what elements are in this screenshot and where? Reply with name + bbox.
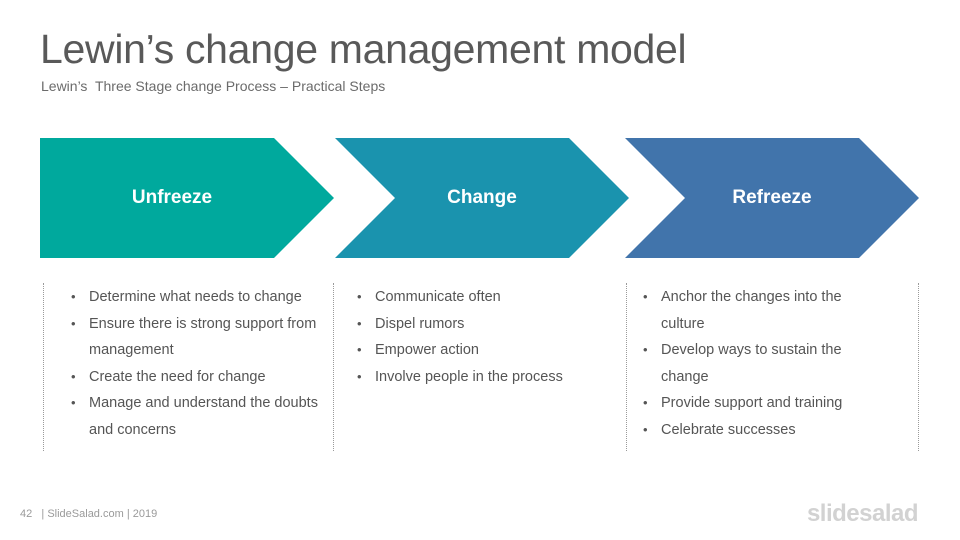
list-item-text: Empower action bbox=[375, 342, 479, 358]
bullet-icon: • bbox=[71, 368, 76, 384]
slide-footer: 42 | SlideSalad.com | 2019 bbox=[20, 508, 157, 520]
list-item: • Create the need for change bbox=[71, 364, 321, 391]
list-item-text: Celebrate successes bbox=[661, 421, 796, 438]
bullet-icon: • bbox=[71, 315, 76, 331]
slide-title: Lewin’s change management model bbox=[40, 26, 687, 72]
list-item: • Ensure there is strong support from man… bbox=[71, 311, 321, 364]
list-item-text: Create the need for change bbox=[89, 368, 266, 385]
list-item: • Anchor the changes into the culture bbox=[643, 284, 863, 337]
bullet-icon: • bbox=[71, 289, 76, 304]
bullet-icon: • bbox=[643, 342, 648, 357]
stage-arrow-change: Change bbox=[335, 138, 629, 258]
list-item-text: Develop ways to sustain the change bbox=[661, 342, 842, 385]
bullet-icon: • bbox=[357, 342, 362, 357]
list-item: • Develop ways to sustain the change bbox=[643, 337, 863, 390]
divider-line bbox=[333, 283, 334, 451]
list-item-text: Communicate often bbox=[375, 289, 501, 305]
list-item-text: Dispel rumors bbox=[375, 315, 465, 332]
list-item-text: Anchor the changes into the culture bbox=[661, 289, 842, 332]
stage-label: Refreeze bbox=[732, 187, 812, 208]
list-item-text: Manage and understand the doubts and con… bbox=[89, 395, 318, 438]
arrow-polygon bbox=[625, 138, 919, 258]
page-number: 42 bbox=[20, 508, 33, 520]
bullet-icon: • bbox=[357, 289, 362, 304]
arrow-shape bbox=[335, 138, 629, 258]
unfreeze-steps-list: • Determine what needs to change • Ensure … bbox=[71, 284, 321, 443]
arrow-shape bbox=[40, 138, 334, 258]
list-item-text: Provide support and training bbox=[661, 395, 843, 411]
bullet-icon: • bbox=[71, 395, 76, 410]
list-item-text: Ensure there is strong support from mana… bbox=[89, 315, 317, 359]
bullet-icon: • bbox=[643, 289, 648, 304]
list-item: • Involve people in the process bbox=[357, 364, 607, 391]
divider-line bbox=[918, 283, 919, 451]
list-item: • Celebrate successes bbox=[643, 417, 863, 444]
list-item: • Manage and understand the doubts and co… bbox=[71, 390, 321, 443]
change-steps-list: • Communicate often • Dispel rumors • Empow… bbox=[357, 284, 607, 390]
bullet-icon: • bbox=[643, 421, 648, 437]
arrow-shape bbox=[625, 138, 919, 258]
bullet-icon: • bbox=[643, 395, 648, 410]
list-item: • Dispel rumors bbox=[357, 311, 607, 338]
arrow-polygon bbox=[40, 138, 334, 258]
list-item: • Empower action bbox=[357, 337, 607, 364]
stage-label: Unfreeze bbox=[131, 187, 213, 208]
list-item-text: Involve people in the process bbox=[375, 368, 563, 385]
stage-label: Change bbox=[447, 187, 517, 208]
refreeze-steps-list: • Anchor the changes into the culture • De… bbox=[643, 284, 863, 443]
footer-credit: | SlideSalad.com | 2019 bbox=[41, 508, 158, 520]
divider-line bbox=[43, 283, 44, 451]
list-item-text: Determine what needs to change bbox=[89, 289, 302, 305]
list-item: • Provide support and training bbox=[643, 390, 863, 417]
slide-subtitle: Lewin’s Three Stage change Process – Pra… bbox=[41, 78, 386, 94]
list-item: • Determine what needs to change bbox=[71, 284, 321, 311]
stage-arrow-unfreeze: Unfreeze bbox=[40, 138, 334, 258]
arrow-polygon bbox=[335, 138, 629, 258]
brand-logo: slidesalad bbox=[806, 500, 919, 527]
bullet-icon: • bbox=[357, 368, 362, 384]
list-item: • Communicate often bbox=[357, 284, 607, 311]
bullet-icon: • bbox=[357, 315, 362, 331]
divider-line bbox=[626, 283, 627, 451]
stage-arrow-refreeze: Refreeze bbox=[625, 138, 919, 258]
